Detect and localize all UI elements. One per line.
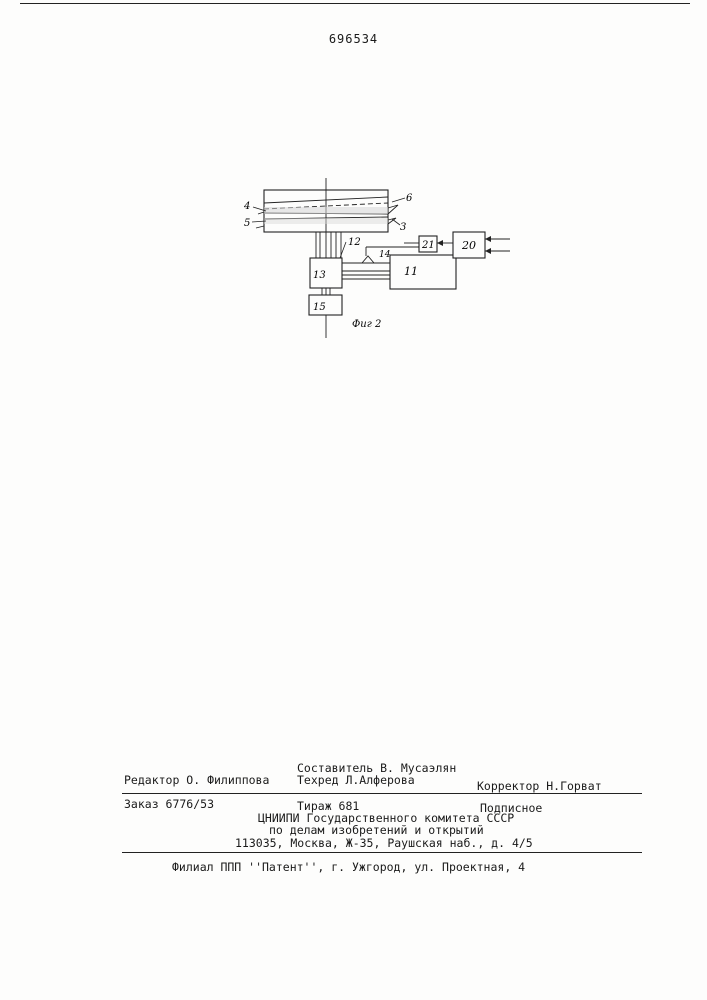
label-6: 6 bbox=[406, 193, 413, 204]
arrow-into-21 bbox=[437, 240, 443, 246]
colophon-rule-1 bbox=[122, 793, 642, 794]
dotted-layer-6 bbox=[264, 207, 388, 214]
leader-3 bbox=[392, 219, 400, 225]
figure-2-diagram: 4 5 6 3 12 14 21 20 11 13 15 Фиг 2 bbox=[0, 0, 707, 360]
input-arrow-1 bbox=[485, 236, 491, 242]
block-11 bbox=[390, 255, 456, 289]
label-12: 12 bbox=[348, 237, 361, 248]
leader-6 bbox=[392, 198, 405, 202]
label-4: 4 bbox=[243, 201, 250, 212]
sensor-14 bbox=[362, 256, 374, 263]
address-line: 113035, Москва, Ж-35, Раушская наб., д. … bbox=[235, 836, 533, 850]
label-15: 15 bbox=[313, 302, 326, 313]
branch-line: Филиал ППП ''Патент'', г. Ужгород, ул. П… bbox=[172, 860, 525, 874]
editor-line: Редактор О. Филиппова bbox=[124, 773, 269, 787]
colophon-rule-2 bbox=[122, 852, 642, 853]
corrector-line: Корректор Н.Горват bbox=[477, 779, 602, 793]
order-line: Заказ 6776/53 bbox=[124, 797, 214, 811]
label-3: 3 bbox=[400, 222, 406, 233]
label-13: 13 bbox=[313, 270, 326, 281]
label-11: 11 bbox=[404, 265, 418, 278]
committee-line: по делам изобретений и открытий bbox=[269, 823, 484, 837]
label-20: 20 bbox=[461, 239, 476, 252]
label-14: 14 bbox=[379, 250, 391, 260]
label-5: 5 bbox=[244, 218, 250, 229]
label-21: 21 bbox=[421, 240, 435, 251]
input-arrow-2 bbox=[485, 248, 491, 254]
dotted-layer-5 bbox=[264, 218, 388, 224]
techred-line: Техред Л.Алферова bbox=[297, 773, 415, 787]
figure-caption: Фиг 2 bbox=[352, 319, 381, 330]
